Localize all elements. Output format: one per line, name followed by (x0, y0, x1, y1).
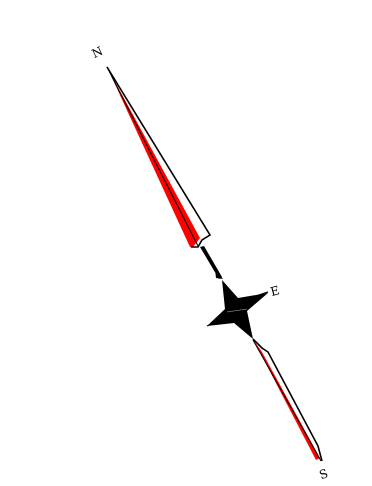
south-needle-icon (253, 339, 322, 461)
north-needle-center-line (107, 67, 198, 246)
needle-shaft-tip (215, 269, 223, 279)
north-needle-icon (107, 67, 210, 247)
east-label: E (269, 283, 281, 299)
north-label: N (90, 44, 105, 61)
south-label: S (317, 466, 330, 482)
compass-rose-star (207, 280, 268, 339)
north-needle-outline (107, 67, 210, 247)
compass-rose-icon (207, 280, 268, 339)
needle-shaft (200, 246, 223, 279)
south-needle-center-line (253, 340, 321, 461)
